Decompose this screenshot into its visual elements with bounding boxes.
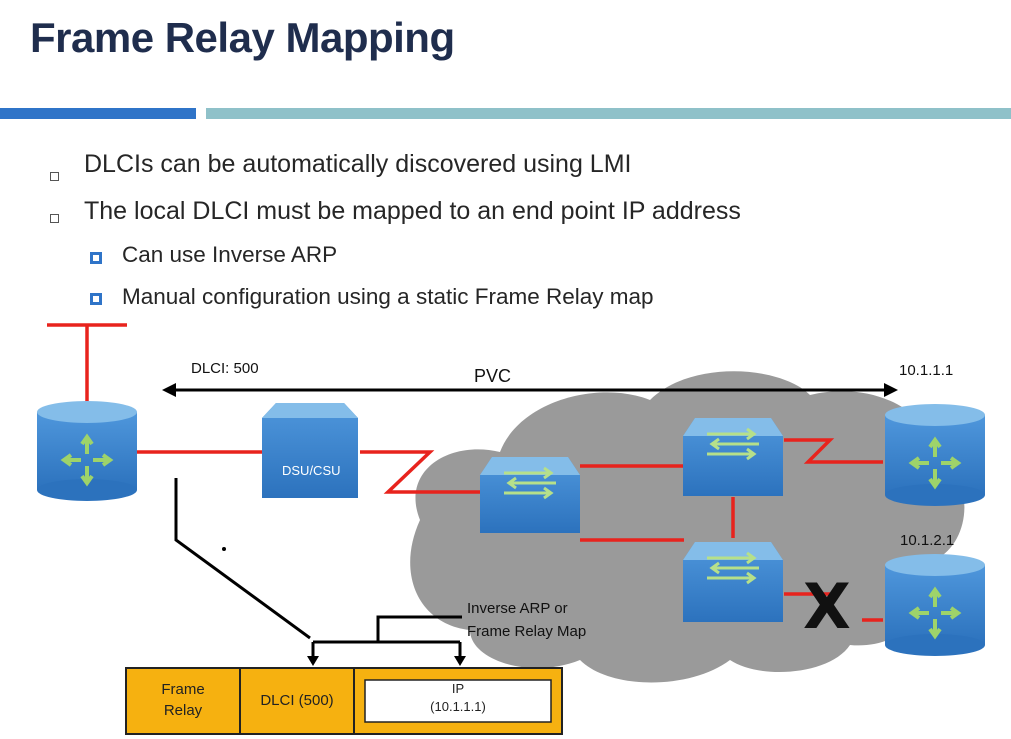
title-underline-blue: [0, 108, 196, 119]
switch-left: [480, 457, 580, 533]
mapping-arrows: [174, 478, 462, 660]
arrowhead: [307, 656, 319, 666]
arrowhead: [454, 656, 466, 666]
ip-label-top: 10.1.1.1: [899, 362, 954, 379]
pvc-arrow: [162, 383, 898, 397]
link-failure-x: X: [803, 570, 851, 643]
router-left: [37, 401, 137, 501]
frame-relay-cloud: [410, 371, 965, 683]
bullet-marker: [50, 172, 59, 181]
ip-line1: IP: [451, 681, 465, 696]
title-underline-teal: [206, 108, 1011, 119]
sub-bullet-2: Manual configuration using a static Fram…: [122, 284, 654, 309]
dsu-csu-device: [262, 403, 358, 498]
sub-bullet-marker: [90, 252, 102, 264]
dsu-csu-label: DSU/CSU: [282, 463, 341, 478]
ip-label-bottom: 10.1.2.1: [900, 532, 955, 549]
frame-line1: Frame: [161, 681, 205, 698]
sub-bullet-marker: [90, 293, 102, 305]
bullet-1: DLCIs can be automatically discovered us…: [84, 150, 632, 178]
mapping-table: [125, 667, 563, 735]
sub-bullet-1: Can use Inverse ARP: [122, 242, 338, 267]
bullet-2: The local DLCI must be mapped to an end …: [84, 197, 741, 225]
red-links: [47, 323, 883, 622]
table-cell-dlci: DLCI (500): [260, 692, 334, 709]
slide-title: Frame Relay Mapping: [30, 14, 455, 61]
mapping-note-line1: Inverse ARP or: [467, 600, 568, 617]
router-right-top: [885, 404, 985, 506]
mapping-note-line2: Frame Relay Map: [467, 623, 587, 640]
frame-line2: Relay: [163, 702, 203, 719]
bullet-marker: [50, 214, 59, 223]
table-cell-ip: IP (10.1.1.1): [365, 680, 551, 716]
ip-line2: (10.1.1.1): [430, 699, 486, 714]
pvc-label: PVC: [474, 366, 512, 386]
table-cell-frame-relay: Frame Relay: [126, 679, 240, 721]
switch-bottom: [683, 542, 783, 622]
router-right-bottom: [885, 554, 985, 656]
switch-top: [683, 418, 783, 496]
dlci-label: DLCI: 500: [191, 360, 259, 377]
dot: [222, 547, 226, 551]
